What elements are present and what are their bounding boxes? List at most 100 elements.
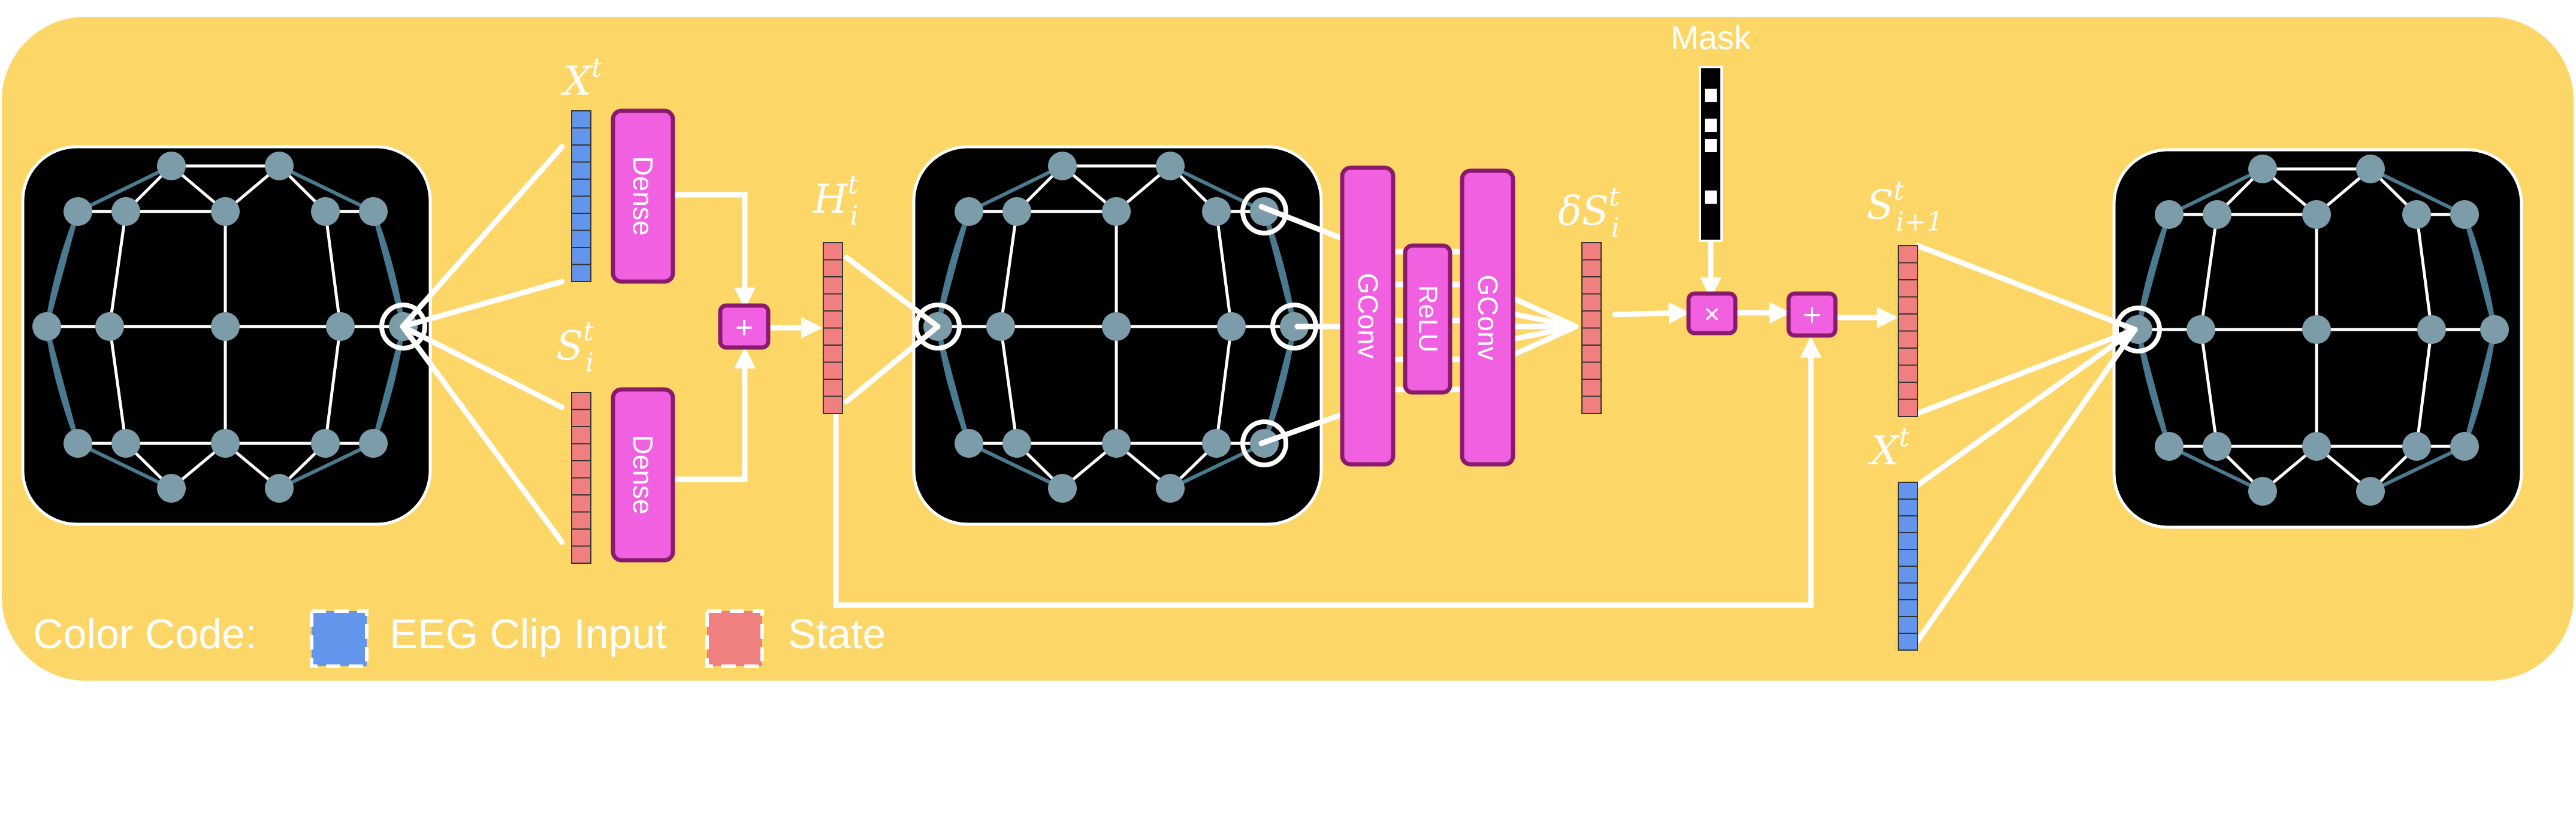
edge-h-to-node: [844, 324, 941, 404]
graph-node: [2302, 315, 2331, 344]
vector-cell: [1581, 361, 1602, 380]
hidden-state-vector: [823, 242, 843, 414]
vector-cell: [1581, 379, 1602, 397]
graph-node: [1102, 429, 1131, 458]
vector-cell: [571, 528, 591, 547]
next-state-vector: [1898, 245, 1918, 417]
graph-node: [1202, 197, 1231, 226]
graph-node: [64, 429, 92, 458]
vector-cell: [1898, 262, 1918, 280]
mask-label: Mask: [1671, 19, 1751, 56]
relu-block: ReLU: [1403, 243, 1452, 395]
vector-cell: [571, 195, 591, 214]
add-block-2: +: [1786, 291, 1838, 338]
legend-swatch-state: [705, 609, 764, 668]
vector-cell: [1581, 259, 1602, 277]
edge-x-to-node: [1914, 327, 2138, 488]
graph-edge: [1263, 326, 1296, 445]
vector-cell: [1581, 293, 1602, 312]
vector-cell: [1898, 348, 1918, 366]
edge-node-to-s: [400, 324, 565, 545]
vector-cell: [1898, 582, 1918, 600]
dense-label-top: Dense: [627, 156, 659, 236]
vector-cell: [1898, 599, 1918, 617]
graph-edge: [2369, 445, 2466, 493]
graph-edge: [45, 326, 80, 444]
graph-edge: [2415, 214, 2433, 330]
graph-node: [2417, 315, 2446, 344]
vector-cell: [1898, 532, 1918, 550]
vector-cell: [571, 494, 591, 513]
graph-edge: [1169, 442, 1266, 490]
vector-cell: [571, 460, 591, 479]
graph-node: [64, 197, 92, 226]
vector-cell: [1581, 242, 1602, 261]
edge-node-to-gconv: [1258, 410, 1348, 446]
graph-node: [2203, 432, 2231, 461]
graph-edge: [2463, 214, 2496, 330]
dense-block-top: Dense: [611, 108, 675, 284]
arrow-skip-h-to-add: [833, 336, 1822, 608]
vector-cell: [571, 545, 591, 564]
graph-edge: [324, 326, 342, 444]
graph-edge: [2199, 329, 2219, 447]
highlighted-node: [914, 303, 962, 350]
vector-cell: [1898, 498, 1918, 516]
graph-node: [326, 312, 355, 341]
mask-vector: [1699, 66, 1723, 242]
graph-edge: [1215, 211, 1233, 327]
graph-node: [265, 474, 294, 503]
graph-edge: [108, 326, 128, 444]
vector-cell: [571, 213, 591, 231]
graph-edge: [936, 326, 971, 445]
vector-cell: [1898, 245, 1918, 264]
vector-cell: [823, 276, 843, 295]
graph-node: [2302, 200, 2331, 229]
legend-label-input: EEG Clip Input: [389, 611, 667, 657]
vector-cell: [1898, 633, 1918, 651]
vector-cell: [1581, 276, 1602, 295]
graph-node: [1002, 197, 1031, 226]
graph-edge: [1215, 326, 1233, 444]
vector-cell: [823, 310, 843, 329]
edge-x-to-node: [1914, 327, 2138, 644]
edge-node-to-gconv: [1258, 204, 1348, 243]
graph-node: [2203, 200, 2231, 229]
multiply-symbol: ×: [1704, 298, 1720, 330]
graph-node: [2450, 432, 2479, 461]
graph-node: [1102, 197, 1131, 226]
graph-edge: [968, 442, 1064, 490]
arrow-dense-top-to-add: [671, 192, 756, 309]
vector-cell: [571, 477, 591, 495]
vector-cell: [823, 259, 843, 277]
vector-cell: [823, 345, 843, 363]
graph-edge: [2463, 329, 2496, 447]
vector-cell: [571, 144, 591, 163]
edge-node-to-x: [400, 279, 565, 330]
graph-node: [111, 429, 140, 458]
graph-node: [2248, 477, 2277, 506]
graph-node: [2155, 200, 2184, 229]
x-input-vector: [571, 110, 591, 282]
eeg-graph-hidden: [912, 145, 1323, 526]
graph-edge: [2415, 329, 2433, 447]
vector-cell: [823, 361, 843, 380]
graph-node: [1156, 152, 1185, 180]
state-input-vector: [571, 392, 591, 564]
graph-node: [1280, 312, 1309, 341]
delta-state-vector: [1581, 242, 1602, 414]
vector-cell: [1581, 310, 1602, 329]
vector-cell: [571, 264, 591, 282]
graph-edge: [2369, 167, 2466, 216]
graph-edge: [278, 442, 375, 490]
graph-node: [157, 474, 186, 503]
graph-node: [95, 312, 124, 341]
graph-edge: [77, 442, 173, 490]
graph-node: [1102, 312, 1131, 341]
graph-edge: [968, 164, 1064, 213]
vector-cell: [1898, 398, 1918, 417]
